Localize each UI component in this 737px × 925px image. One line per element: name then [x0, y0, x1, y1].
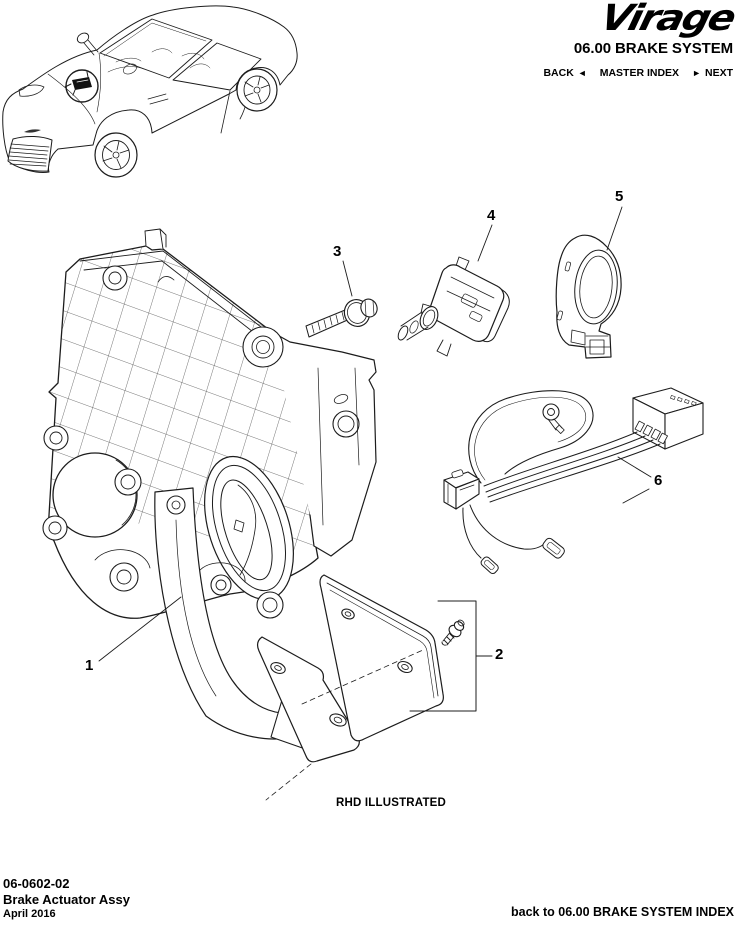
- document-number: 06-0602-02: [3, 876, 70, 891]
- callout-2: 2: [495, 646, 504, 663]
- callout-5: 5: [615, 188, 624, 205]
- navigation-bar: BACK ◄ MASTER INDEX ► NEXT: [533, 67, 733, 79]
- mounting-bolt-part-3: [305, 298, 378, 338]
- nav-next-label: NEXT: [704, 67, 733, 79]
- callout-4: 4: [487, 207, 496, 224]
- back-arrow-icon: ◄: [577, 68, 587, 78]
- switch-bracket-part-5: [555, 234, 622, 359]
- nav-master-index-link[interactable]: MASTER INDEX: [599, 67, 680, 79]
- section-title: 06.00 BRAKE SYSTEM: [573, 40, 733, 57]
- diagram-caption: RHD ILLUSTRATED: [335, 797, 447, 809]
- exploded-diagram: [42, 206, 704, 801]
- document-date: April 2016: [3, 908, 56, 920]
- virage-logo: Virage: [596, 0, 737, 39]
- nav-next-button[interactable]: ► NEXT: [692, 67, 733, 79]
- rear-wheel: [236, 68, 278, 112]
- nav-back-button[interactable]: BACK ◄: [543, 67, 586, 79]
- callout-leader-lines: [98, 206, 652, 662]
- callout-3: 3: [333, 243, 342, 260]
- car-grille: [7, 129, 53, 172]
- pad-screw: [441, 619, 465, 646]
- nav-back-label: BACK: [543, 67, 574, 79]
- car-illustration: [2, 5, 298, 178]
- component-location-circle: [64, 69, 99, 103]
- masthead: Virage 06.00 BRAKE SYSTEM BACK ◄ MASTER …: [533, 0, 737, 79]
- pedal-box-bracket-part-1: [42, 228, 377, 619]
- next-arrow-icon: ►: [692, 68, 701, 78]
- footer-document-info: 06-0602-02 Brake Actuator Assy April 201…: [3, 876, 130, 921]
- pedal-pad-plates-part-2: [256, 574, 493, 801]
- document-title: Brake Actuator Assy: [3, 892, 130, 907]
- mounting-bosses: [42, 265, 284, 619]
- brake-switch-part-4: [397, 256, 510, 357]
- callout-1: 1: [85, 657, 94, 674]
- back-to-index-link[interactable]: back to 06.00 BRAKE SYSTEM INDEX: [511, 905, 734, 919]
- wiring-harness-part-6: [443, 387, 704, 575]
- callout-6: 6: [654, 472, 663, 489]
- front-wheel: [94, 132, 138, 178]
